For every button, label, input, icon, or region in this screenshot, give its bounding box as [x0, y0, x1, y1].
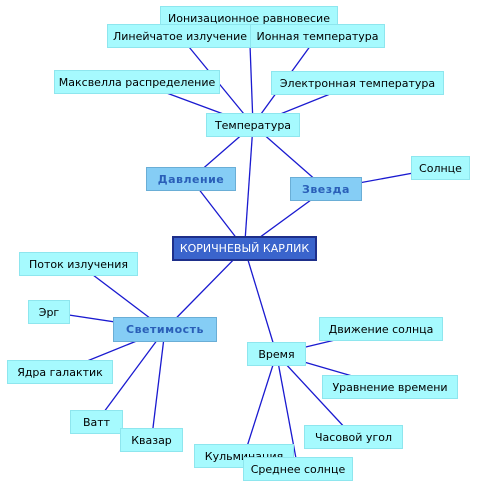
node-maxwell-raspredelenie[interactable]: Максвелла распределение: [54, 70, 220, 94]
node-ionnaya-temperatura[interactable]: Ионная температура: [250, 24, 385, 48]
node-kvazar[interactable]: Квазар: [120, 428, 183, 452]
node-erg[interactable]: Эрг: [28, 300, 70, 324]
node-root[interactable]: КОРИЧНЕВЫЙ КАРЛИК: [172, 236, 317, 261]
edge-svetimost-kvazar: [150, 329, 166, 441]
edge-root-svetimost: [164, 248, 245, 330]
node-lineichatoe-izluchenie[interactable]: Линейчатое излучение: [107, 24, 253, 48]
node-elektronnaya-temperatura[interactable]: Электронная температура: [271, 71, 444, 95]
edge-vremya-srednee: [275, 353, 299, 470]
node-temperatura[interactable]: Температура: [206, 113, 300, 137]
edge-root-vremya: [243, 248, 278, 355]
edge-svetimost-vatt: [95, 329, 166, 423]
node-zvezda[interactable]: Звезда: [290, 177, 362, 201]
edge-vremya-chasovoy: [276, 353, 354, 438]
node-vatt[interactable]: Ватт: [70, 410, 123, 434]
node-davlenie[interactable]: Давление: [146, 167, 236, 191]
node-chasovoy-ugol[interactable]: Часовой угол: [304, 425, 403, 449]
edge-vremya-kulminaciya: [243, 353, 278, 457]
edge-root-temperatura: [243, 124, 254, 249]
node-svetimost[interactable]: Светимость: [113, 317, 217, 342]
node-solnce[interactable]: Солнце: [411, 156, 470, 180]
node-dvizhenie-solnca[interactable]: Движение солнца: [319, 317, 443, 341]
node-vremya[interactable]: Время: [247, 342, 306, 366]
node-srednee-solnce[interactable]: Среднее солнце: [243, 457, 353, 481]
node-potok-izlucheniya[interactable]: Поток излучения: [19, 252, 138, 276]
node-uravnenie-vremeni[interactable]: Уравнение времени: [322, 375, 458, 399]
node-yadra-galaktik[interactable]: Ядра галактик: [7, 360, 113, 384]
